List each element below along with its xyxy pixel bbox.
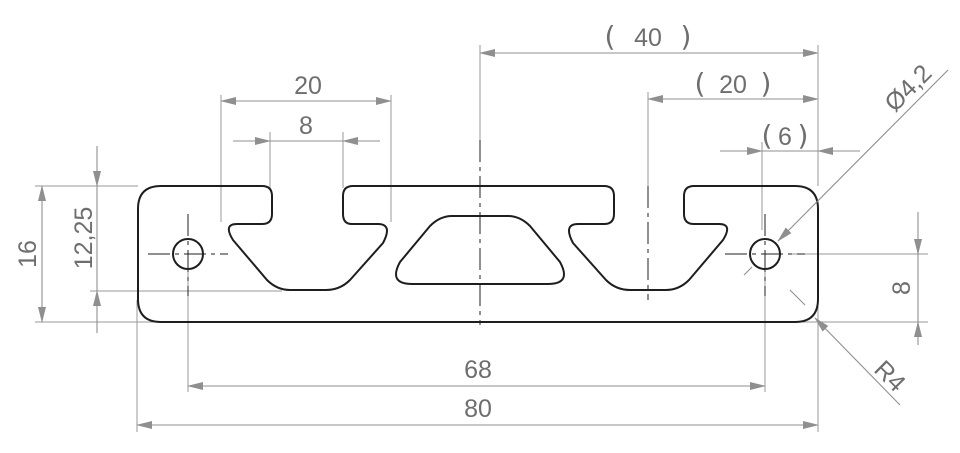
center-cavity bbox=[395, 215, 565, 285]
dim-text-80: 80 bbox=[464, 395, 492, 423]
svg-text:(: ( bbox=[695, 67, 706, 100]
dim-corner-radius: R4 bbox=[789, 289, 911, 406]
dim-hole-pitch: 68 bbox=[187, 356, 766, 390]
dim-text-r4: R4 bbox=[868, 355, 910, 397]
dim-text-68: 68 bbox=[464, 356, 492, 384]
dim-slot-opening: 8 bbox=[233, 112, 380, 145]
svg-text:): ) bbox=[798, 119, 809, 152]
dim-edge-to-hole: ( 6 ) bbox=[720, 119, 860, 155]
svg-text:): ) bbox=[681, 20, 692, 53]
dim-overall-height: 16 bbox=[14, 185, 46, 323]
dim-text-6: 6 bbox=[778, 123, 792, 151]
center-lines bbox=[148, 140, 805, 325]
dim-half-width: ( 40 ) bbox=[479, 20, 819, 57]
dim-height-to-slot: 12,25 bbox=[70, 146, 101, 333]
dim-text-20: 20 bbox=[294, 72, 322, 100]
dim-text-20-ref: 20 bbox=[719, 71, 747, 99]
dim-edge-to-slot: ( 20 ) bbox=[647, 67, 819, 103]
dim-slot-width: 20 bbox=[220, 72, 392, 105]
dim-text-12-25: 12,25 bbox=[70, 207, 98, 270]
dim-text-40: 40 bbox=[634, 24, 662, 52]
svg-text:(: ( bbox=[762, 119, 773, 152]
dim-overall-width: 80 bbox=[136, 395, 819, 429]
profile-outline bbox=[137, 185, 819, 323]
dim-text-8-right: 8 bbox=[888, 281, 916, 295]
dim-text-16: 16 bbox=[14, 240, 42, 268]
dim-text-diameter: Ø4,2 bbox=[879, 59, 937, 117]
svg-text:): ) bbox=[761, 67, 772, 100]
dim-hole-height: 8 bbox=[888, 212, 922, 345]
outer-contour bbox=[137, 185, 819, 323]
dim-text-8-top: 8 bbox=[299, 112, 313, 140]
svg-text:(: ( bbox=[605, 20, 616, 53]
